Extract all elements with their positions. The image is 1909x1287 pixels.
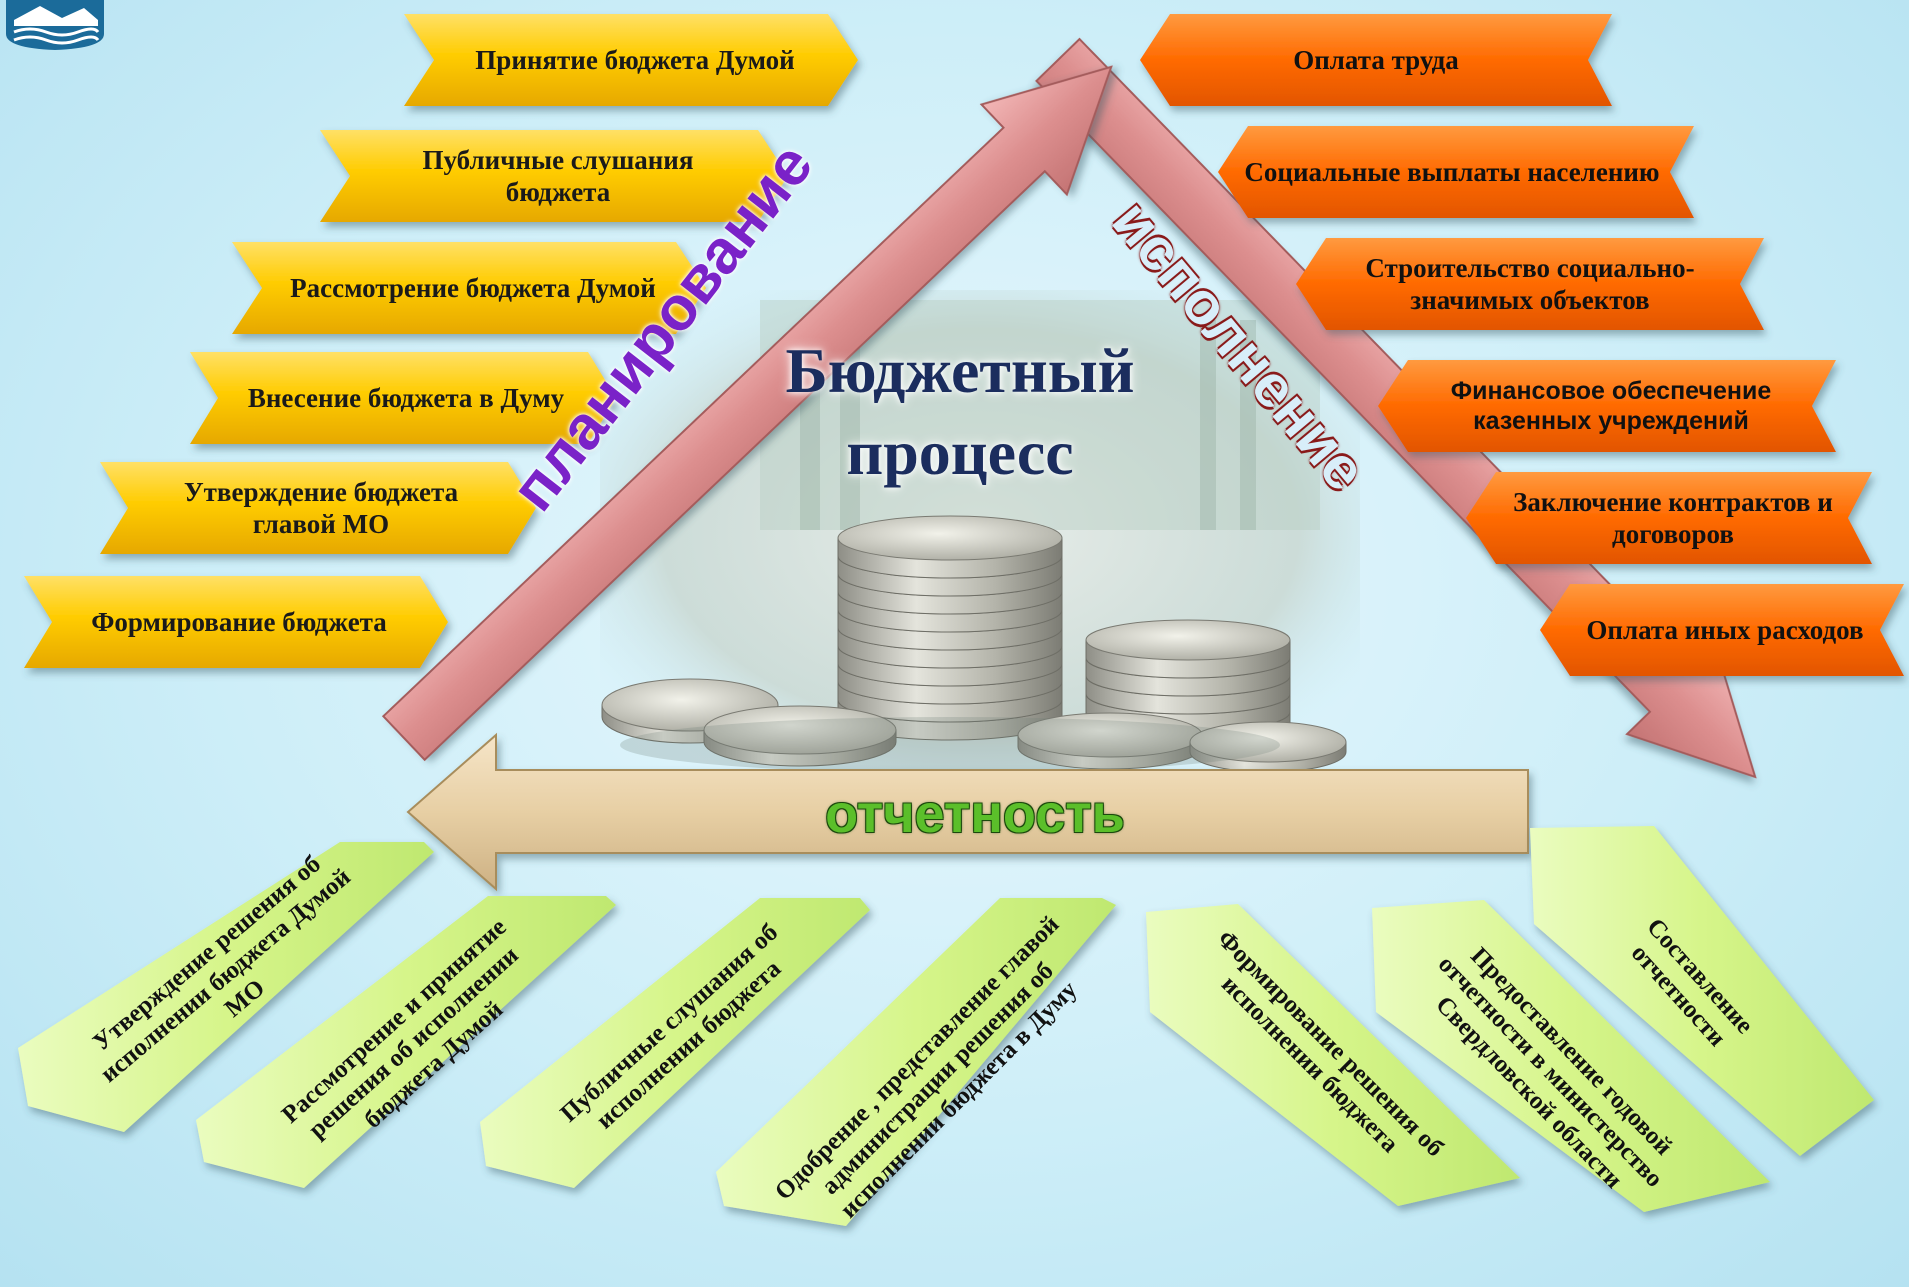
municipality-logo bbox=[0, 0, 110, 50]
planning-step-1: Принятие бюджета Думой bbox=[475, 44, 795, 75]
reporting-chevron-2 bbox=[196, 896, 616, 1188]
coin-face bbox=[837, 515, 1063, 561]
coin-stacks bbox=[601, 515, 1347, 773]
execution-step-4: Финансовое обеспечение казенных учрежден… bbox=[1450, 377, 1772, 435]
coin-face bbox=[1189, 721, 1347, 763]
execution-step-5: Заключение контрактов и договоров bbox=[1513, 486, 1833, 549]
coin-face bbox=[703, 705, 897, 755]
execution-plaque-2 bbox=[1218, 126, 1694, 218]
reporting-label: отчетность bbox=[825, 784, 1125, 844]
reporting-chevron-6 bbox=[1372, 900, 1770, 1212]
reporting-arrow bbox=[406, 732, 1529, 892]
coin-face bbox=[1085, 619, 1291, 661]
planning-plaques bbox=[24, 14, 858, 668]
planning-plaque-2 bbox=[320, 130, 788, 222]
execution-plaque-3 bbox=[1296, 238, 1764, 330]
execution-step-2: Социальные выплаты населению bbox=[1244, 156, 1660, 187]
coat-of-arms-icon bbox=[6, 0, 104, 50]
execution-plaque-5 bbox=[1466, 472, 1872, 564]
reporting-chevron-5 bbox=[1146, 904, 1520, 1206]
execution-plaque-6 bbox=[1540, 584, 1904, 676]
reporting-chevron-1 bbox=[18, 842, 434, 1132]
planning-step-4: Внесение бюджета в Думу bbox=[247, 382, 565, 413]
planning-plaque-5 bbox=[100, 462, 536, 554]
planning-plaque-6 bbox=[24, 576, 448, 668]
planning-plaque-3 bbox=[232, 242, 706, 334]
execution-plaques bbox=[1140, 14, 1904, 676]
reporting-chevron-4 bbox=[716, 898, 1116, 1226]
reporting-chevron-3 bbox=[480, 898, 870, 1188]
execution-step-3: Строительство социально-значимых объекто… bbox=[1365, 252, 1695, 315]
planning-step-2: Публичные слушания бюджета bbox=[422, 144, 694, 207]
money-illustration bbox=[600, 290, 1360, 773]
planning-step-6: Формирование бюджета bbox=[91, 606, 387, 637]
planning-step-3: Рассмотрение бюджета Думой bbox=[290, 272, 656, 303]
execution-step-6: Оплата иных расходов bbox=[1586, 614, 1864, 645]
planning-step-5: Утверждение бюджета главой МО bbox=[183, 476, 459, 539]
reporting-chevron-7 bbox=[1530, 826, 1874, 1156]
center-title: Бюджетный процесс bbox=[785, 335, 1135, 488]
execution-step-1: Оплата труда bbox=[1293, 44, 1459, 75]
reporting-chevrons bbox=[18, 826, 1874, 1226]
execution-plaque-1 bbox=[1140, 14, 1612, 106]
planning-plaque-1 bbox=[404, 14, 858, 106]
execution-plaque-4 bbox=[1378, 360, 1836, 452]
planning-plaque-4 bbox=[190, 352, 616, 444]
planning-arrow bbox=[381, 65, 1113, 762]
